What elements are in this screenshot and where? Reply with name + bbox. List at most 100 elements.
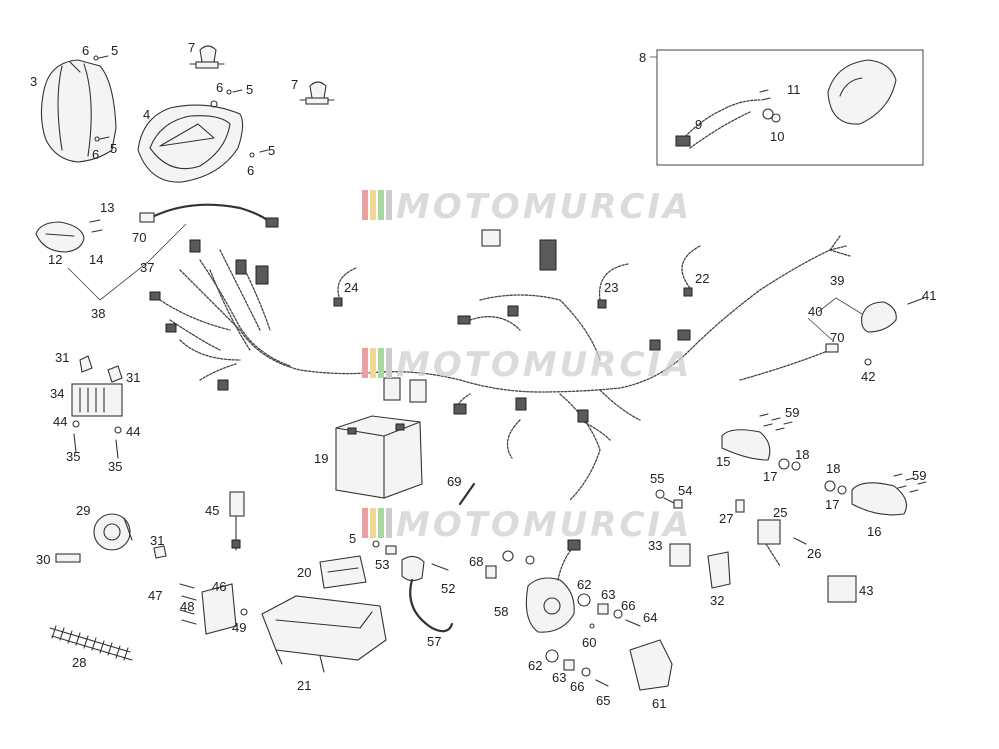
callout-number: 25	[773, 505, 787, 520]
callout-number: 62	[577, 577, 591, 592]
headlight-unit-part	[137, 100, 244, 183]
callout-number: 47	[148, 588, 162, 603]
plate-light-part	[739, 297, 925, 381]
callout-number: 17	[763, 469, 777, 484]
callout-number: 63	[601, 587, 615, 602]
callout-number: 30	[36, 552, 50, 567]
callout-number: 8	[639, 50, 646, 65]
watermark: MOTOMURCIA MOTOMURCIA MOTOMURCIA	[362, 187, 692, 545]
callout-number: 15	[716, 454, 730, 469]
callout-number: 29	[76, 503, 90, 518]
callout-number: 5	[246, 82, 253, 97]
callout-number: 31	[150, 533, 164, 548]
callout-number: 6	[82, 43, 89, 58]
callout-number: 40	[808, 304, 822, 319]
callout-number: 26	[807, 546, 821, 561]
regulator-part	[71, 355, 123, 459]
callout-number: 28	[72, 655, 86, 670]
bulb-part	[299, 81, 335, 105]
watermark-text: MOTOMURCIA	[396, 187, 692, 227]
callout-number: 59	[785, 405, 799, 420]
callout-number: 32	[710, 593, 724, 608]
callout-number: 22	[695, 271, 709, 286]
callout-number: 43	[859, 583, 873, 598]
callout-number: 65	[596, 693, 610, 708]
watermark-stripe	[370, 348, 376, 378]
callout-number: 5	[111, 43, 118, 58]
battery-tray-part	[261, 595, 387, 673]
watermark-text: MOTOMURCIA	[396, 505, 692, 545]
callout-number: 19	[314, 451, 328, 466]
callout-number: 16	[867, 524, 881, 539]
callout-number: 35	[108, 459, 122, 474]
spring-part	[49, 625, 133, 661]
bulb-part	[189, 45, 225, 69]
watermark-stripe	[386, 508, 392, 538]
callout-number: 45	[205, 503, 219, 518]
callout-number: 44	[126, 424, 140, 439]
watermark-stripe	[378, 190, 384, 220]
relay-part	[229, 491, 245, 551]
callout-number: 7	[291, 77, 298, 92]
callout-number: 58	[494, 604, 508, 619]
callout-number: 31	[55, 350, 69, 365]
callout-number: 60	[582, 635, 596, 650]
callout-number: 18	[795, 447, 809, 462]
ignition-cable-part	[409, 578, 454, 633]
callout-number: 55	[650, 471, 664, 486]
callout-number: 48	[180, 599, 194, 614]
turn-signal-part	[721, 413, 927, 516]
lower-fittings-part	[545, 649, 609, 687]
callout-number: 24	[344, 280, 358, 295]
callout-number: 37	[140, 260, 154, 275]
callout-number: 70	[132, 230, 146, 245]
watermark-stripe	[370, 508, 376, 538]
watermark-stripe	[386, 190, 392, 220]
watermark-stripe	[362, 190, 368, 220]
connector-block-part	[669, 543, 731, 589]
callout-number: 53	[375, 557, 389, 572]
callout-number: 52	[441, 581, 455, 596]
callout-number: 66	[621, 598, 635, 613]
callout-number: 66	[570, 679, 584, 694]
callout-number: 41	[922, 288, 936, 303]
callout-number: 62	[528, 658, 542, 673]
callout-number: 70	[830, 330, 844, 345]
watermark-text: MOTOMURCIA	[396, 345, 692, 385]
callout-number: 44	[53, 414, 67, 429]
callout-number: 49	[232, 620, 246, 635]
watermark-stripe	[378, 508, 384, 538]
callout-number: 68	[469, 554, 483, 569]
callout-number: 33	[648, 538, 662, 553]
callout-number: 59	[912, 468, 926, 483]
horn-part	[55, 513, 167, 563]
rod-part	[458, 482, 476, 506]
callout-number: 17	[825, 497, 839, 512]
callout-number: 5	[268, 143, 275, 158]
callout-number: 34	[50, 386, 64, 401]
callout-number: 54	[678, 483, 692, 498]
callout-number: 39	[830, 273, 844, 288]
callout-number: 64	[643, 610, 657, 625]
callout-number: 57	[427, 634, 441, 649]
watermark-stripe	[370, 190, 376, 220]
bracket-part	[179, 583, 248, 635]
callout-number: 21	[297, 678, 311, 693]
callout-number: 5	[110, 141, 117, 156]
callout-number: 6	[92, 147, 99, 162]
callout-number: 13	[100, 200, 114, 215]
clip-part	[485, 565, 497, 579]
callout-number: 12	[48, 252, 62, 267]
callout-number: 42	[861, 369, 875, 384]
watermark-stripe	[378, 348, 384, 378]
callout-number: 5	[349, 531, 356, 546]
watermark-stripe	[362, 508, 368, 538]
callout-number: 14	[89, 252, 103, 267]
callout-number: 4	[143, 107, 150, 122]
callout-number: 38	[91, 306, 105, 321]
small-cable-part	[333, 245, 701, 309]
ignition-switch-part	[502, 539, 641, 633]
callout-number: 35	[66, 449, 80, 464]
callout-number: 46	[212, 579, 226, 594]
main-harness-part	[67, 223, 851, 501]
